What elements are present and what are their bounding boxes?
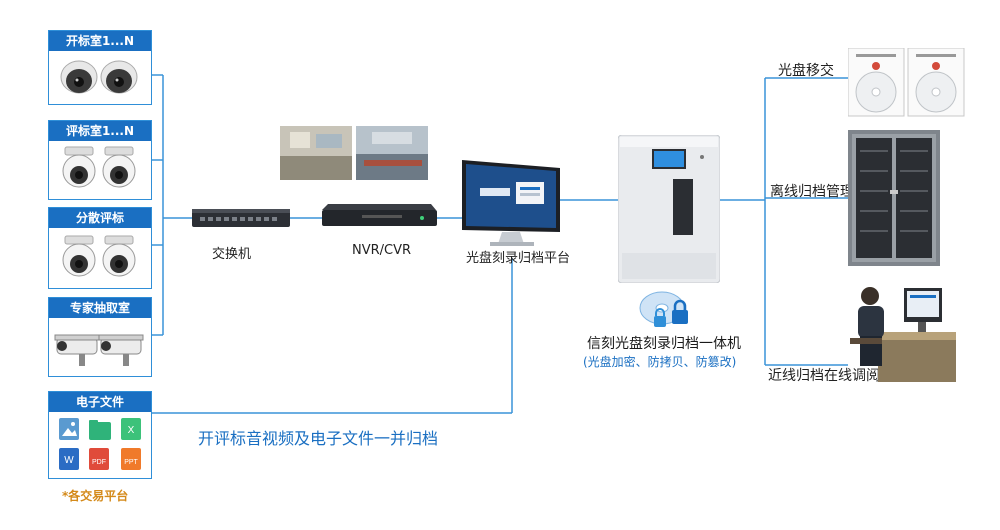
pdf-badge: PDF [92,459,106,466]
nvr-recorder-icon [322,204,437,226]
nvr-label: NVR/CVR [352,243,412,258]
bullet-camera-icon [54,334,144,366]
source-title: 分散评标 [49,208,151,228]
encrypted-disc-icon [639,291,688,327]
source-title: 电子文件 [49,392,151,412]
disc-archive-machine-icon [618,135,720,283]
network-switch-icon [192,209,290,227]
operator-workstation-icon [850,287,956,382]
ppt-badge: PPT [124,459,138,466]
source-box-distributed-evaluation: 分散评标 [48,207,152,289]
integrated-machine-subtitle: (光盘加密、防拷贝、防篡改) [583,355,737,369]
dome-camera-white-icon [62,235,136,277]
surveillance-photos [280,126,428,180]
flow-caption: 开评标音视频及电子文件一并归档 [198,429,439,448]
archive-cabinet-icon [848,130,940,266]
excel-icon: X [121,418,141,440]
word-badge: W [64,455,74,466]
folder-icon [89,420,111,440]
source-box-evaluation-room: 评标室1...N [48,120,152,200]
disc-cases-icon [848,48,965,117]
excel-badge: X [128,425,135,436]
monitor-icon [462,160,560,246]
file-icons: X W PDF PPT [59,418,141,470]
platform-label: 光盘刻录归档平台 [466,251,571,266]
switch-label: 交换机 [212,247,252,262]
dome-camera-white-icon [62,146,136,188]
dome-camera-dark-icon [60,60,138,94]
disc-transfer-label: 光盘移交 [778,63,834,79]
offline-archive-label: 离线归档管理 [770,184,854,200]
nearline-archive-label: 近线归档在线调阅 [768,368,880,384]
integrated-machine-title: 信刻光盘刻录归档一体机 [587,336,741,352]
ppt-icon: PPT [121,448,141,470]
source-title: 开标室1...N [49,31,151,51]
source-box-expert-room: 专家抽取室 [48,297,152,377]
word-icon: W [59,448,79,470]
source-title: 评标室1...N [49,121,151,141]
source-box-electronic-files: 电子文件 X W [48,391,152,479]
trading-platform-note: *各交易平台 [62,489,129,503]
pdf-icon: PDF [89,448,109,470]
source-box-opening-room: 开标室1...N [48,30,152,105]
source-title: 专家抽取室 [49,298,151,318]
image-file-icon [59,418,79,440]
